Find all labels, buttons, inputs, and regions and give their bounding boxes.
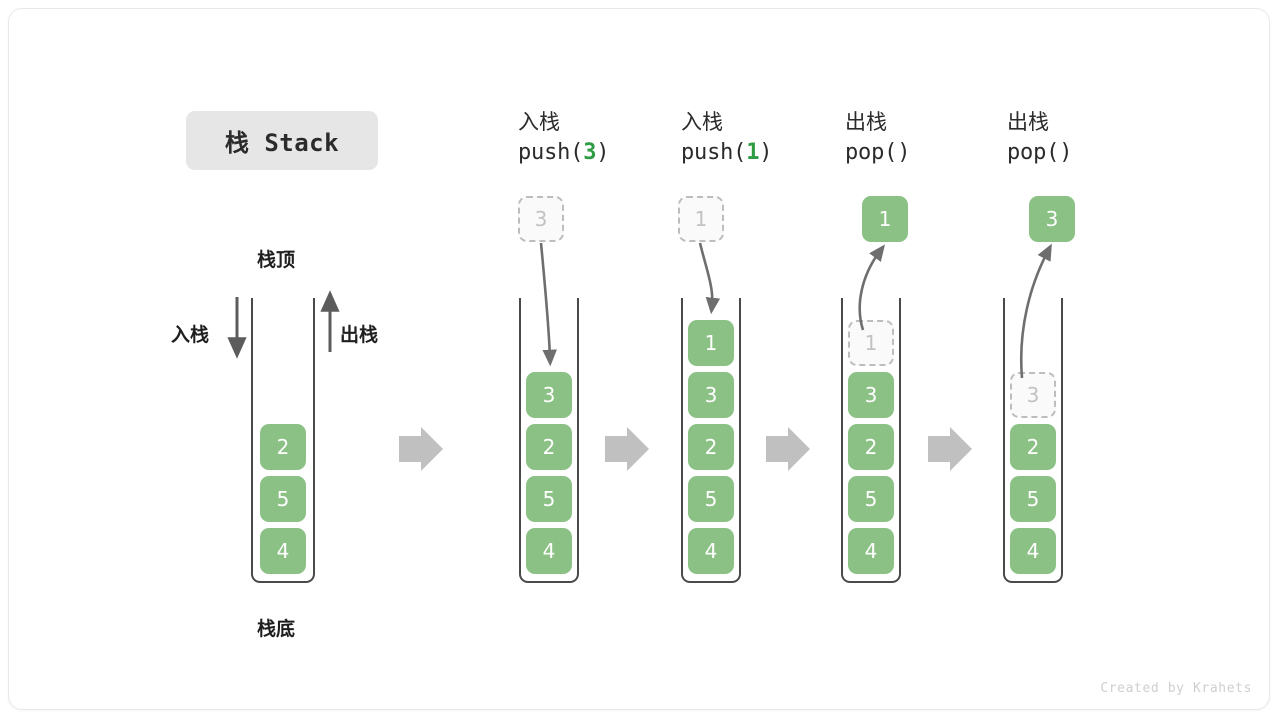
stack-cell: 2 <box>526 424 572 470</box>
stack-top-label: 栈顶 <box>257 249 296 271</box>
stack-cell: 3 <box>848 372 894 418</box>
popped-cell-1: 1 <box>862 196 908 242</box>
code-prefix: pop( <box>845 140 898 165</box>
stack-cell-vacated: 1 <box>848 320 894 366</box>
step-operation-cn: 入栈 <box>518 110 560 134</box>
code-suffix: ) <box>596 140 610 165</box>
stack-bottom-label: 栈底 <box>257 618 296 640</box>
code-suffix: ) <box>897 140 911 165</box>
stack-cell: 5 <box>688 476 734 522</box>
step-operation-cn: 出栈 <box>1007 110 1049 134</box>
code-prefix: pop( <box>1007 140 1060 165</box>
pop-legend-label: 出栈 <box>340 324 379 346</box>
step-header-push-1: 入栈 push(1) <box>681 107 861 169</box>
stack-cell: 2 <box>1010 424 1056 470</box>
stack-cell: 5 <box>526 476 572 522</box>
stack-cell: 5 <box>848 476 894 522</box>
step-header-pop-3: 出栈 pop() <box>1007 107 1187 169</box>
step-operation-code: pop() <box>1007 137 1187 169</box>
popped-cell-3: 3 <box>1029 196 1075 242</box>
legend-stack-cell: 2 <box>260 424 306 470</box>
step-operation-code: push(3) <box>518 137 698 169</box>
stack-cell: 3 <box>526 372 572 418</box>
step-header-pop-1: 出栈 pop() <box>845 107 1025 169</box>
stack-cell: 1 <box>688 320 734 366</box>
floating-cell-push-3: 3 <box>518 196 564 242</box>
step-operation-cn: 出栈 <box>845 110 887 134</box>
step-header-push-3: 入栈 push(3) <box>518 107 698 169</box>
code-suffix: ) <box>1059 140 1073 165</box>
stack-tube-push-1 <box>681 298 741 583</box>
step-operation-code: push(1) <box>681 137 861 169</box>
code-arg: 3 <box>583 140 597 165</box>
stack-cell: 2 <box>848 424 894 470</box>
stack-cell: 4 <box>848 528 894 574</box>
code-suffix: ) <box>759 140 773 165</box>
stack-cell: 4 <box>688 528 734 574</box>
title-badge: 栈 Stack <box>186 111 378 170</box>
legend-stack-cell: 4 <box>260 528 306 574</box>
code-prefix: push( <box>681 140 747 165</box>
stack-cell: 5 <box>1010 476 1056 522</box>
legend-stack-cell: 5 <box>260 476 306 522</box>
code-prefix: push( <box>518 140 584 165</box>
legend-stack-tube <box>251 298 315 583</box>
floating-cell-push-1: 1 <box>678 196 724 242</box>
stack-tube-pop-3 <box>1003 298 1063 583</box>
stack-cell: 4 <box>1010 528 1056 574</box>
stack-cell: 2 <box>688 424 734 470</box>
stack-tube-push-3 <box>519 298 579 583</box>
push-legend-label: 入栈 <box>171 324 210 346</box>
stack-cell: 4 <box>526 528 572 574</box>
stack-cell-vacated: 3 <box>1010 372 1056 418</box>
credit-text: Created by Krahets <box>1100 681 1252 696</box>
step-operation-cn: 入栈 <box>681 110 723 134</box>
stack-tube-pop-1 <box>841 298 901 583</box>
step-operation-code: pop() <box>845 137 1025 169</box>
code-arg: 1 <box>746 140 760 165</box>
stack-cell: 3 <box>688 372 734 418</box>
